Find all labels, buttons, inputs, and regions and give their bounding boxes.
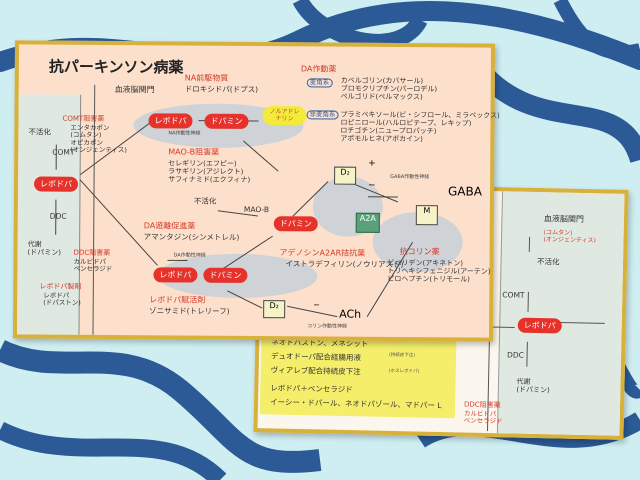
ddc-inhibitor-label: DDC阻害薬	[73, 248, 111, 257]
metabolism-label: 代謝 (ドパミン)	[27, 240, 62, 257]
da-release-label: DA遊離促進薬	[143, 221, 196, 231]
back-comt: COMT	[502, 290, 525, 300]
a2a-box: A2A	[355, 212, 380, 233]
minus-lower: −	[313, 300, 320, 310]
zonisamide-label: ゾニサミド(トレリーフ)	[149, 306, 230, 316]
back-note-line-2: デュオドーパ配合経腸用液	[270, 351, 362, 363]
levodopa-drug-label: レボドパ製剤	[39, 282, 82, 291]
da-agonist-label: DA作動薬	[300, 64, 337, 74]
anticholinergic-label: 抗コリン薬	[399, 247, 440, 257]
na-precursor-drug: ドロキシドパ(ドプス)	[184, 84, 259, 95]
da-neuron-label: DA作動性神経	[173, 252, 206, 259]
back-unchanged: 不活化	[536, 257, 560, 267]
comt-inhibitor-drugs: エンタカポン (コムタン) オピカポン (オンジェンティス)	[70, 123, 127, 155]
back-note-line-4: レボドパ＋ベンセラジド	[270, 383, 353, 395]
ach-label: ACh	[339, 307, 362, 321]
istradefylline-label: イストラデフィリン(ノウリアスト)	[285, 259, 404, 270]
ergot-drugs: カベルゴリン(カバサール) ブロモクリプチン(パーロデル) ペルゴリド(ペルマッ…	[340, 76, 438, 102]
maob-inhibitor-label: MAO-B阻害薬	[168, 147, 220, 157]
adenosine-label: アデノシンA2AR拮抗薬	[279, 248, 366, 258]
back-comt-drugs: (コムタン) (オンジェンティス)	[543, 229, 596, 245]
levodopa-pill-da: レボドパ	[153, 267, 198, 283]
back-note-line-3: ヴィアレブ配合持続皮下注	[270, 365, 361, 377]
m-box: M	[415, 205, 438, 226]
anticholinergic-drugs: ビペリデン(アキネトン) トリヘキシフェニジル(アーテン) ピロヘプチン(トリモ…	[387, 258, 491, 284]
minus-sign: −	[368, 180, 376, 191]
main-diagram-graphics	[16, 84, 463, 335]
back-note-small-2: (ホスレボドパ)	[388, 368, 420, 375]
levodopa-pill-periphery: レボドパ	[33, 176, 79, 192]
back-ddc: DDC	[507, 350, 524, 360]
da-release-drug: アマンタジン(シンメトレル)	[143, 232, 240, 242]
dopamine-pill-na: ドパミン	[204, 113, 249, 129]
nonergot-drugs: プラミペキソール(ビ・シフロール、ミラペックス) ロピニロール(ハルロピテープ、…	[340, 110, 500, 144]
back-metabolism: 代謝 (ドパミン)	[516, 377, 550, 395]
back-ddc-drugs: カルビドパ ベンセラジド	[463, 409, 503, 426]
na-neuron-label: NA作動性神経	[168, 130, 201, 137]
main-title: 抗パーキンソン病薬	[48, 57, 184, 77]
back-levodopa-pill: レボドパ	[517, 317, 562, 334]
cholinergic-label: コリン作動性神経	[307, 323, 348, 330]
d2-box: D₂	[334, 166, 357, 185]
unchanged-label: 不活化	[28, 127, 51, 137]
dopamine-pill-right: ドパミン	[273, 216, 318, 232]
back-bbb-label: 血液脳関門	[543, 214, 585, 224]
back-ddc-inhibitor: DDC阻害薬	[463, 400, 501, 410]
main-card: 抗パーキンソン病薬 血液脳関門 COMT阻害薬 エンタカポン (コムタン) オピ…	[12, 40, 500, 342]
na-precursor-label: NA前駆物質	[184, 73, 229, 83]
back-note-small-1: (持続皮下注)	[389, 352, 416, 359]
maob-label: MAO-B	[243, 204, 270, 215]
levodopa-drug-names: レボドパ (ドパストン)	[43, 291, 81, 308]
levodopa-deg-label: レボドパ賦活剤	[149, 295, 206, 305]
noradrenaline-pill: ノルアドレナリン	[262, 106, 307, 126]
gaba-neuron-label: GABA作動性神経	[390, 173, 430, 181]
comt-label: COMT	[52, 147, 75, 157]
ddc-label: DDC	[49, 211, 67, 221]
ddc-inhibitor-drugs: カルビドパ ベンセラジド	[73, 257, 113, 274]
gaba-label: GABA	[447, 184, 483, 199]
unchanged2-label: 不活化	[193, 196, 217, 206]
plus-sign: +	[368, 158, 376, 169]
nonergot-label: 非麦角系	[306, 110, 339, 121]
main-bbb-label: 血液脳関門	[114, 85, 155, 95]
levodopa-pill-na: レボドパ	[148, 113, 193, 129]
maob-drugs: セレギリン(エフピー) ラサギリン(アジレクト) サフィナミド(エクフィナ)	[168, 159, 251, 185]
comt-inhibitor-label: COMT阻害薬	[62, 114, 105, 123]
dopamine-pill-da: ドパミン	[203, 267, 248, 283]
ergot-label: 麦角系	[306, 78, 333, 89]
d2-lower-box: D₂	[263, 300, 286, 319]
